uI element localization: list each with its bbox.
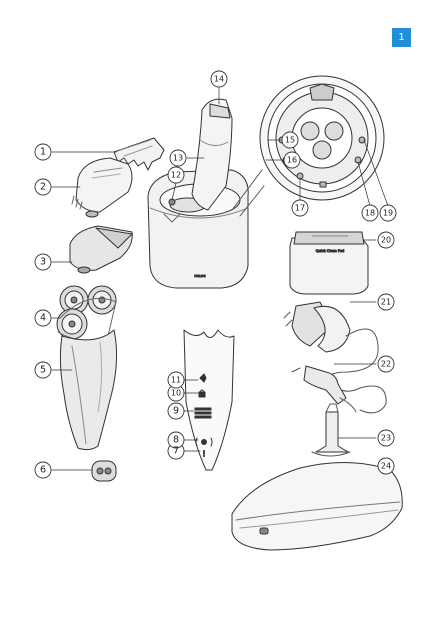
cleansing-brush-attachment: [69, 225, 133, 274]
callout-23: 23: [381, 434, 391, 443]
callout-5: 5: [40, 365, 46, 376]
callout-15: 15: [285, 136, 295, 145]
lock-shackle-icon: [199, 389, 205, 393]
callout-3: 3: [40, 257, 46, 268]
callout-11: 11: [171, 376, 181, 385]
battery-level-icon: [194, 407, 212, 419]
shaving-heads: [56, 285, 117, 341]
lock-icon: [198, 391, 206, 398]
station-bottom-detail: [231, 75, 385, 217]
callout-4: 4: [40, 313, 46, 324]
faucet-icon: [199, 373, 207, 383]
callout-21: 21: [381, 298, 391, 307]
on-off-button: [91, 460, 117, 482]
callout-19: 19: [383, 209, 393, 218]
callout-1: 1: [40, 147, 46, 158]
callout-17: 17: [295, 204, 305, 213]
callout-9: 9: [173, 406, 179, 417]
callout-7: 7: [173, 446, 179, 457]
callout-10: 10: [171, 389, 181, 398]
cleaning-station-upright: [191, 98, 233, 211]
cleaning-cartridge: Quick Clean Pod: [289, 231, 369, 295]
callout-20: 20: [381, 236, 391, 245]
callout-13: 13: [173, 154, 183, 163]
callout-markers: [34, 70, 397, 479]
shaver-handle: [59, 329, 118, 451]
callout-numbers: 1 2 3 4 5 6 7 8 9 10 11 12 13 14 15 16 1…: [40, 75, 393, 476]
shaver-back-panel: !: [183, 329, 235, 471]
callout-22: 22: [381, 360, 391, 369]
page-number-badge: 1: [392, 28, 411, 47]
callout-18: 18: [365, 209, 375, 218]
travel-pouch: [231, 462, 403, 551]
callout-6: 6: [40, 465, 46, 476]
callout-12: 12: [171, 171, 181, 180]
callout-16: 16: [287, 156, 297, 165]
shaver-holder: [311, 403, 351, 457]
callout-14: 14: [214, 75, 224, 84]
trimming-comb: [113, 137, 165, 171]
station-brand-label: PHILIPS: [194, 274, 205, 278]
trimmer-attachment: [71, 157, 133, 218]
charging-signal-icon: [195, 437, 213, 447]
cartridge-label: Quick Clean Pod: [316, 249, 344, 253]
small-plug: [291, 365, 357, 413]
callout-2: 2: [40, 182, 46, 193]
exclamation-icon: !: [202, 450, 205, 459]
callout-24: 24: [381, 462, 391, 471]
callout-8: 8: [173, 435, 179, 446]
callout-leader-lines: [51, 87, 393, 473]
